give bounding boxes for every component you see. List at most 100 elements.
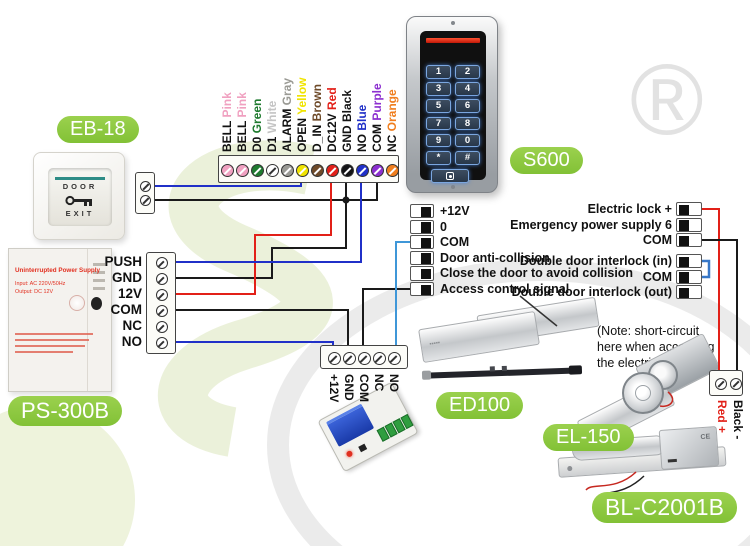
terminal-screw	[155, 289, 168, 301]
ed100-label-com: COM	[440, 235, 470, 250]
connector-pin	[410, 204, 434, 219]
terminal-screw-d1	[266, 163, 279, 177]
terminal-screw	[715, 377, 727, 390]
connector-pin	[410, 219, 434, 234]
connector-pin	[676, 233, 702, 248]
connector-pin	[410, 282, 434, 297]
pin-contact	[679, 256, 689, 267]
vent-slot	[93, 279, 105, 282]
exit-button-door-text: DOOR	[62, 182, 98, 191]
pin-contact	[421, 206, 431, 217]
terminal-screw	[155, 257, 168, 269]
bolt-slot	[667, 458, 677, 463]
keypad-key-0: 0	[455, 133, 480, 148]
bell-icon	[446, 172, 454, 180]
terminal-label-dc12v: DC12V Red	[325, 60, 339, 152]
interlock-terminal-block	[676, 254, 702, 301]
terminal-screw-dc12v	[326, 163, 339, 177]
signal-name: D_IN	[309, 124, 324, 152]
el150-electromagnet-face	[622, 372, 664, 414]
fine-print-line	[15, 345, 85, 347]
rail-stop	[489, 366, 495, 372]
signal-name: D0	[249, 136, 264, 152]
wire-color-name: Black	[339, 89, 354, 126]
terminal-screw-d_in	[311, 163, 324, 177]
wire-color-name: Gray	[279, 77, 294, 109]
terminal-screw	[140, 195, 151, 206]
rail-end-block	[568, 365, 583, 375]
keypad-key-2: 2	[455, 65, 480, 79]
exit-button-terminal-block	[135, 172, 155, 214]
wire-color-name: Pink	[234, 92, 249, 121]
vent-slot	[93, 287, 105, 290]
terminal-label-d1: D1 White	[265, 60, 279, 152]
wire-color-name: Blue	[354, 104, 369, 134]
connector-pin	[676, 217, 702, 232]
wire-color-name: Purple	[369, 83, 384, 124]
wire-color-name: Yellow	[294, 77, 309, 118]
terminal-label-alarm: ALARM Gray	[280, 60, 294, 152]
relay-terminal-block	[320, 345, 408, 369]
watermark-blob	[0, 405, 135, 546]
connector-pin	[676, 269, 702, 284]
wire-color-name: Red	[324, 87, 339, 114]
label-eb18: EB-18	[57, 116, 139, 143]
terminal-screw-d0	[251, 163, 264, 177]
power-supply-title: Uninterrupted Power Supply	[15, 267, 101, 274]
key-icon	[65, 195, 92, 206]
power-supply-spec2: Output: DC 12V	[15, 289, 54, 295]
bolt-lock-body: CE	[658, 426, 720, 470]
fine-print-line	[15, 333, 93, 335]
keypad-key-1: 1	[426, 65, 451, 79]
pin-contact	[679, 287, 689, 299]
connector-pin	[676, 285, 702, 300]
pin-contact	[679, 220, 689, 231]
interlock-label-double-door-interlock-in-: Double door interlock (in)	[519, 254, 672, 268]
signal-name: DC12V	[324, 113, 339, 152]
vent-slot	[93, 271, 105, 274]
keypad-bell-key	[431, 169, 469, 183]
exit-button-device: DOOR EXIT	[33, 152, 125, 240]
relay-terminal-label-com: COM	[356, 374, 371, 402]
rail-end-fitting	[421, 370, 432, 380]
terminal-screw-alarm	[281, 163, 294, 177]
power-supply-panel-divider	[87, 249, 88, 391]
terminal-label-bell: BELL Pink	[235, 60, 249, 152]
terminal-screw-bell	[221, 163, 234, 177]
terminal-screw	[155, 305, 168, 317]
ed100-body-marking: ▪▪▪▪▪	[429, 340, 441, 348]
ed100-label-door-anti-collision: Door anti-collision	[440, 250, 550, 265]
signal-name: OPEN	[294, 117, 309, 152]
ps-terminal-label-no: NO	[121, 334, 142, 349]
ps-terminal-label-com: COM	[110, 302, 143, 317]
pin-contact	[679, 272, 689, 283]
terminal-screw-com	[371, 163, 384, 177]
lock-label-electric-lock-: Electric lock +	[587, 202, 672, 216]
keypad-screw	[451, 21, 455, 25]
pin-contact	[421, 253, 431, 264]
power-supply-logo	[69, 295, 85, 311]
keypad-key-7: 7	[426, 116, 451, 131]
exit-button-exit-text: EXIT	[65, 209, 95, 218]
terminal-screw	[327, 351, 341, 365]
ps-terminal-label-push: PUSH	[104, 254, 142, 269]
keypad-key-9: 9	[426, 133, 451, 148]
relay-terminal-label-gnd: GND	[341, 374, 356, 401]
ed100-label--12v: +12V	[440, 204, 470, 218]
terminal-screw-bell	[236, 163, 249, 177]
connector-pin	[676, 202, 702, 217]
signal-name: ALARM	[279, 108, 294, 152]
terminal-screw-open	[296, 163, 309, 177]
ed100-connector	[410, 204, 434, 297]
connector-pin	[676, 254, 702, 269]
connector-pin	[410, 250, 434, 265]
interlock-label-double-door-interlock-out-: Double door interlock (out)	[511, 285, 672, 300]
keypad-screw	[451, 185, 455, 189]
power-supply-hole	[91, 297, 102, 310]
registered-trademark-symbol: ®	[630, 44, 704, 156]
